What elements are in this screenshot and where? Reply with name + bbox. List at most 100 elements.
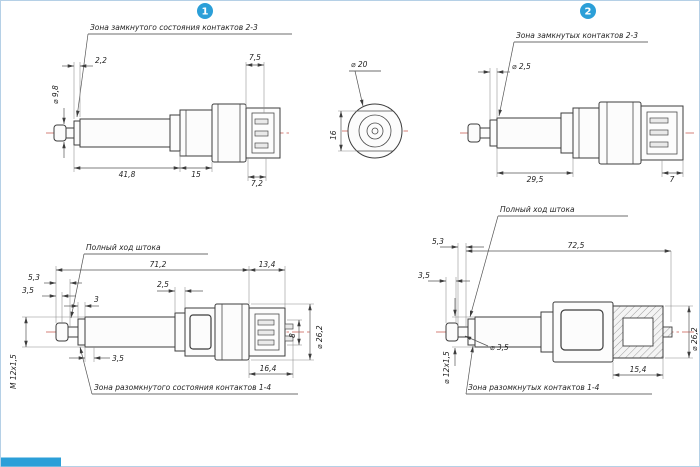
- dim-3: 3: [64, 295, 99, 319]
- body-window: [189, 314, 212, 350]
- annotation-label: Зона разомкнутых контактов 1-4: [468, 383, 600, 392]
- dim-value: 15: [191, 170, 201, 179]
- washer: [467, 318, 476, 346]
- dim-thread: М 12х1,5: [9, 316, 85, 389]
- dim-value: 72,5: [568, 241, 585, 250]
- variant-1-badge: 1: [197, 3, 213, 19]
- terminal-pin: [254, 130, 269, 137]
- leader-line: [464, 335, 489, 347]
- body-block: [214, 303, 250, 361]
- terminal-pin: [649, 117, 669, 124]
- ring: [174, 312, 186, 352]
- view-variant2-dimensioned: Полный ход штока 5,3 72,5 3,5 ⌀ 3,5: [418, 205, 699, 395]
- dim-d26-2: ⌀ 26,2: [251, 303, 324, 361]
- dim-15: 15: [180, 162, 213, 179]
- annotation-open-contacts: Зона разомкнутых контактов 1-4: [465, 345, 652, 395]
- terminal-stub: [284, 335, 294, 342]
- dim-value: 29,5: [527, 175, 544, 184]
- dim-value: 3: [94, 295, 99, 304]
- badge-circle: [197, 3, 213, 19]
- variant-2-badge: 2: [580, 3, 596, 19]
- dim-d26-2: ⌀ 26,2: [665, 305, 699, 359]
- footer-accent-bar: [1, 457, 61, 467]
- annotation-label: Зона замкнутого состояния контактов 2-3: [90, 23, 258, 32]
- body-window: [560, 309, 604, 351]
- dim-value: 2,5: [157, 280, 169, 289]
- threaded-barrel: [496, 117, 562, 149]
- inner-circle: [358, 114, 392, 148]
- dim-value: 3,5: [418, 271, 430, 280]
- annotation-open-contacts: Зона разомкнутого состояния контактов 1-…: [79, 346, 298, 395]
- leader-line: [465, 345, 474, 395]
- dim-value: 15,4: [630, 365, 647, 374]
- dim-d9-8: ⌀ 9,8: [51, 85, 66, 158]
- leader-line: [498, 41, 515, 117]
- leader-line: [76, 33, 89, 118]
- dim-3-5: 3,5: [418, 271, 470, 323]
- washer: [489, 119, 498, 147]
- dim-value: 5,3: [432, 237, 444, 246]
- annotation-label: Зона разомкнутого состояния контактов 1-…: [94, 383, 271, 392]
- terminal-pin: [257, 329, 275, 336]
- dim-value: ⌀ 26,2: [315, 325, 324, 349]
- dim-value: 8: [288, 333, 297, 338]
- threaded-barrel: [84, 316, 176, 348]
- dim-value: 16,4: [260, 364, 277, 373]
- terminal-pin: [257, 319, 275, 326]
- leader-line: [70, 253, 85, 319]
- badge-circle: [580, 3, 596, 19]
- annotation-label: Полный ход штока: [86, 243, 161, 252]
- leader-line: [79, 346, 93, 395]
- dim-13-4: 13,4: [249, 260, 286, 308]
- ring: [540, 311, 554, 353]
- connector-cavity: [251, 112, 275, 154]
- terminal-pin: [649, 141, 669, 148]
- dim-value: ⌀ 2,5: [512, 62, 531, 71]
- outer-circle: [347, 103, 403, 159]
- threaded-barrel: [474, 316, 542, 348]
- dim-5-3: 5,3: [432, 237, 484, 327]
- dim-value: 5,3: [28, 273, 40, 282]
- plunger-cap: [55, 322, 69, 342]
- dim-value: 41,8: [119, 170, 136, 179]
- switch-part-outline: [55, 303, 294, 361]
- badge-number: 2: [585, 7, 592, 18]
- dim-29-5: 29,5: [496, 148, 574, 184]
- dim-3-5-top: 3,5: [22, 286, 76, 323]
- switch-part-outline: [53, 103, 281, 163]
- view-variant1-dimensioned: Полный ход штока 71,2 5,3 3,5 3: [9, 243, 324, 395]
- dim-value: 13,4: [259, 260, 276, 269]
- view-front-face: ⌀ 20 16: [329, 60, 408, 159]
- dim-72-5: 72,5: [466, 241, 672, 322]
- plunger-stem: [479, 127, 491, 139]
- terminal-pin: [254, 142, 269, 149]
- body-block: [598, 101, 642, 165]
- leader-line: [469, 215, 499, 318]
- dim-d20: ⌀ 20: [349, 60, 381, 107]
- dim-value: ⌀ 9,8: [51, 85, 60, 104]
- dim-16: 16: [329, 110, 357, 152]
- connector-cavity: [646, 111, 678, 155]
- terminal-pin: [254, 118, 269, 125]
- dim-value: 3,5: [22, 286, 34, 295]
- dim-d3-5: ⌀ 3,5: [464, 335, 509, 352]
- dim-value: ⌀ 3,5: [490, 343, 509, 352]
- dim-value: 7,5: [249, 53, 261, 62]
- hex-section: [179, 109, 213, 157]
- ring: [169, 114, 181, 152]
- dim-value: 3,5: [112, 354, 124, 363]
- dim-16-4: 16,4: [248, 341, 294, 378]
- annotation-full-stroke: Полный ход штока: [469, 205, 628, 318]
- dim-41-8: 41,8: [73, 145, 181, 179]
- terminal-pin: [649, 129, 669, 136]
- ring: [560, 112, 574, 154]
- dim-value: 71,2: [150, 260, 167, 269]
- dim-value: 16: [329, 130, 338, 140]
- hex-section: [572, 107, 600, 159]
- view-variant1-side: Зона замкнутого состояния контактов 2-3 …: [46, 23, 292, 188]
- dim-value: М 12х1,5: [9, 354, 18, 389]
- leader-line: [354, 70, 364, 107]
